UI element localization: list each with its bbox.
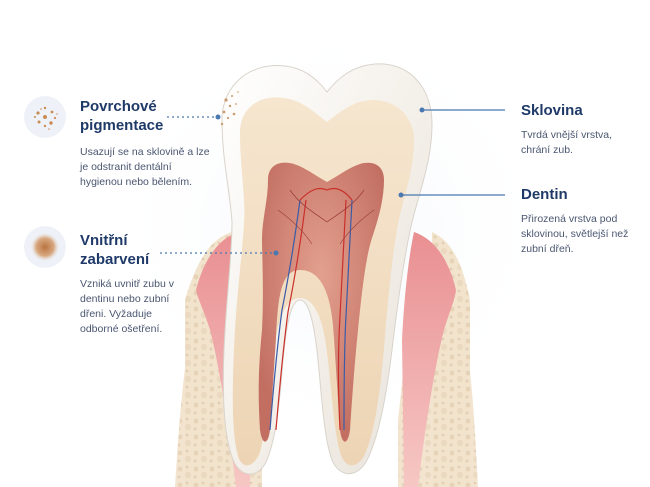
speckles-icon xyxy=(24,96,66,138)
label-vnitrni-zabarveni: Vnitřní zabarvení Vzniká uvnitř zubu v d… xyxy=(80,231,190,337)
label-sklovina: Sklovina Tvrdá vnější vrstva, chrání zub… xyxy=(521,101,631,158)
label-title: Vnitřní zabarvení xyxy=(80,232,150,268)
surface-stain-speckles xyxy=(220,91,239,126)
label-title: Povrchové pigmentace xyxy=(80,98,164,134)
speckles-icon-graphic xyxy=(34,106,58,130)
blur-stain-icon-graphic xyxy=(30,232,60,262)
gum-right xyxy=(402,232,456,487)
label-title: Dentin xyxy=(521,186,568,203)
label-description: Přirozená vrstva pod sklovinou, světlejš… xyxy=(521,213,629,255)
label-dentin: Dentin Přirozená vrstva pod sklovinou, s… xyxy=(521,185,641,257)
leader-lines xyxy=(160,107,505,256)
label-description: Vzniká uvnitř zubu v dentinu nebo zubní … xyxy=(80,278,174,335)
blur-stain-icon xyxy=(24,226,66,268)
blood-vessels xyxy=(269,187,375,431)
tooth-pulp xyxy=(258,162,384,442)
label-description: Tvrdá vnější vrstva, chrání zub. xyxy=(521,129,613,156)
label-title: Sklovina xyxy=(521,102,583,119)
label-description: Usazují se na sklovině a lze je odstrani… xyxy=(80,146,210,188)
label-povrchove-pigmentace: Povrchové pigmentace Usazují se na sklov… xyxy=(80,97,210,190)
